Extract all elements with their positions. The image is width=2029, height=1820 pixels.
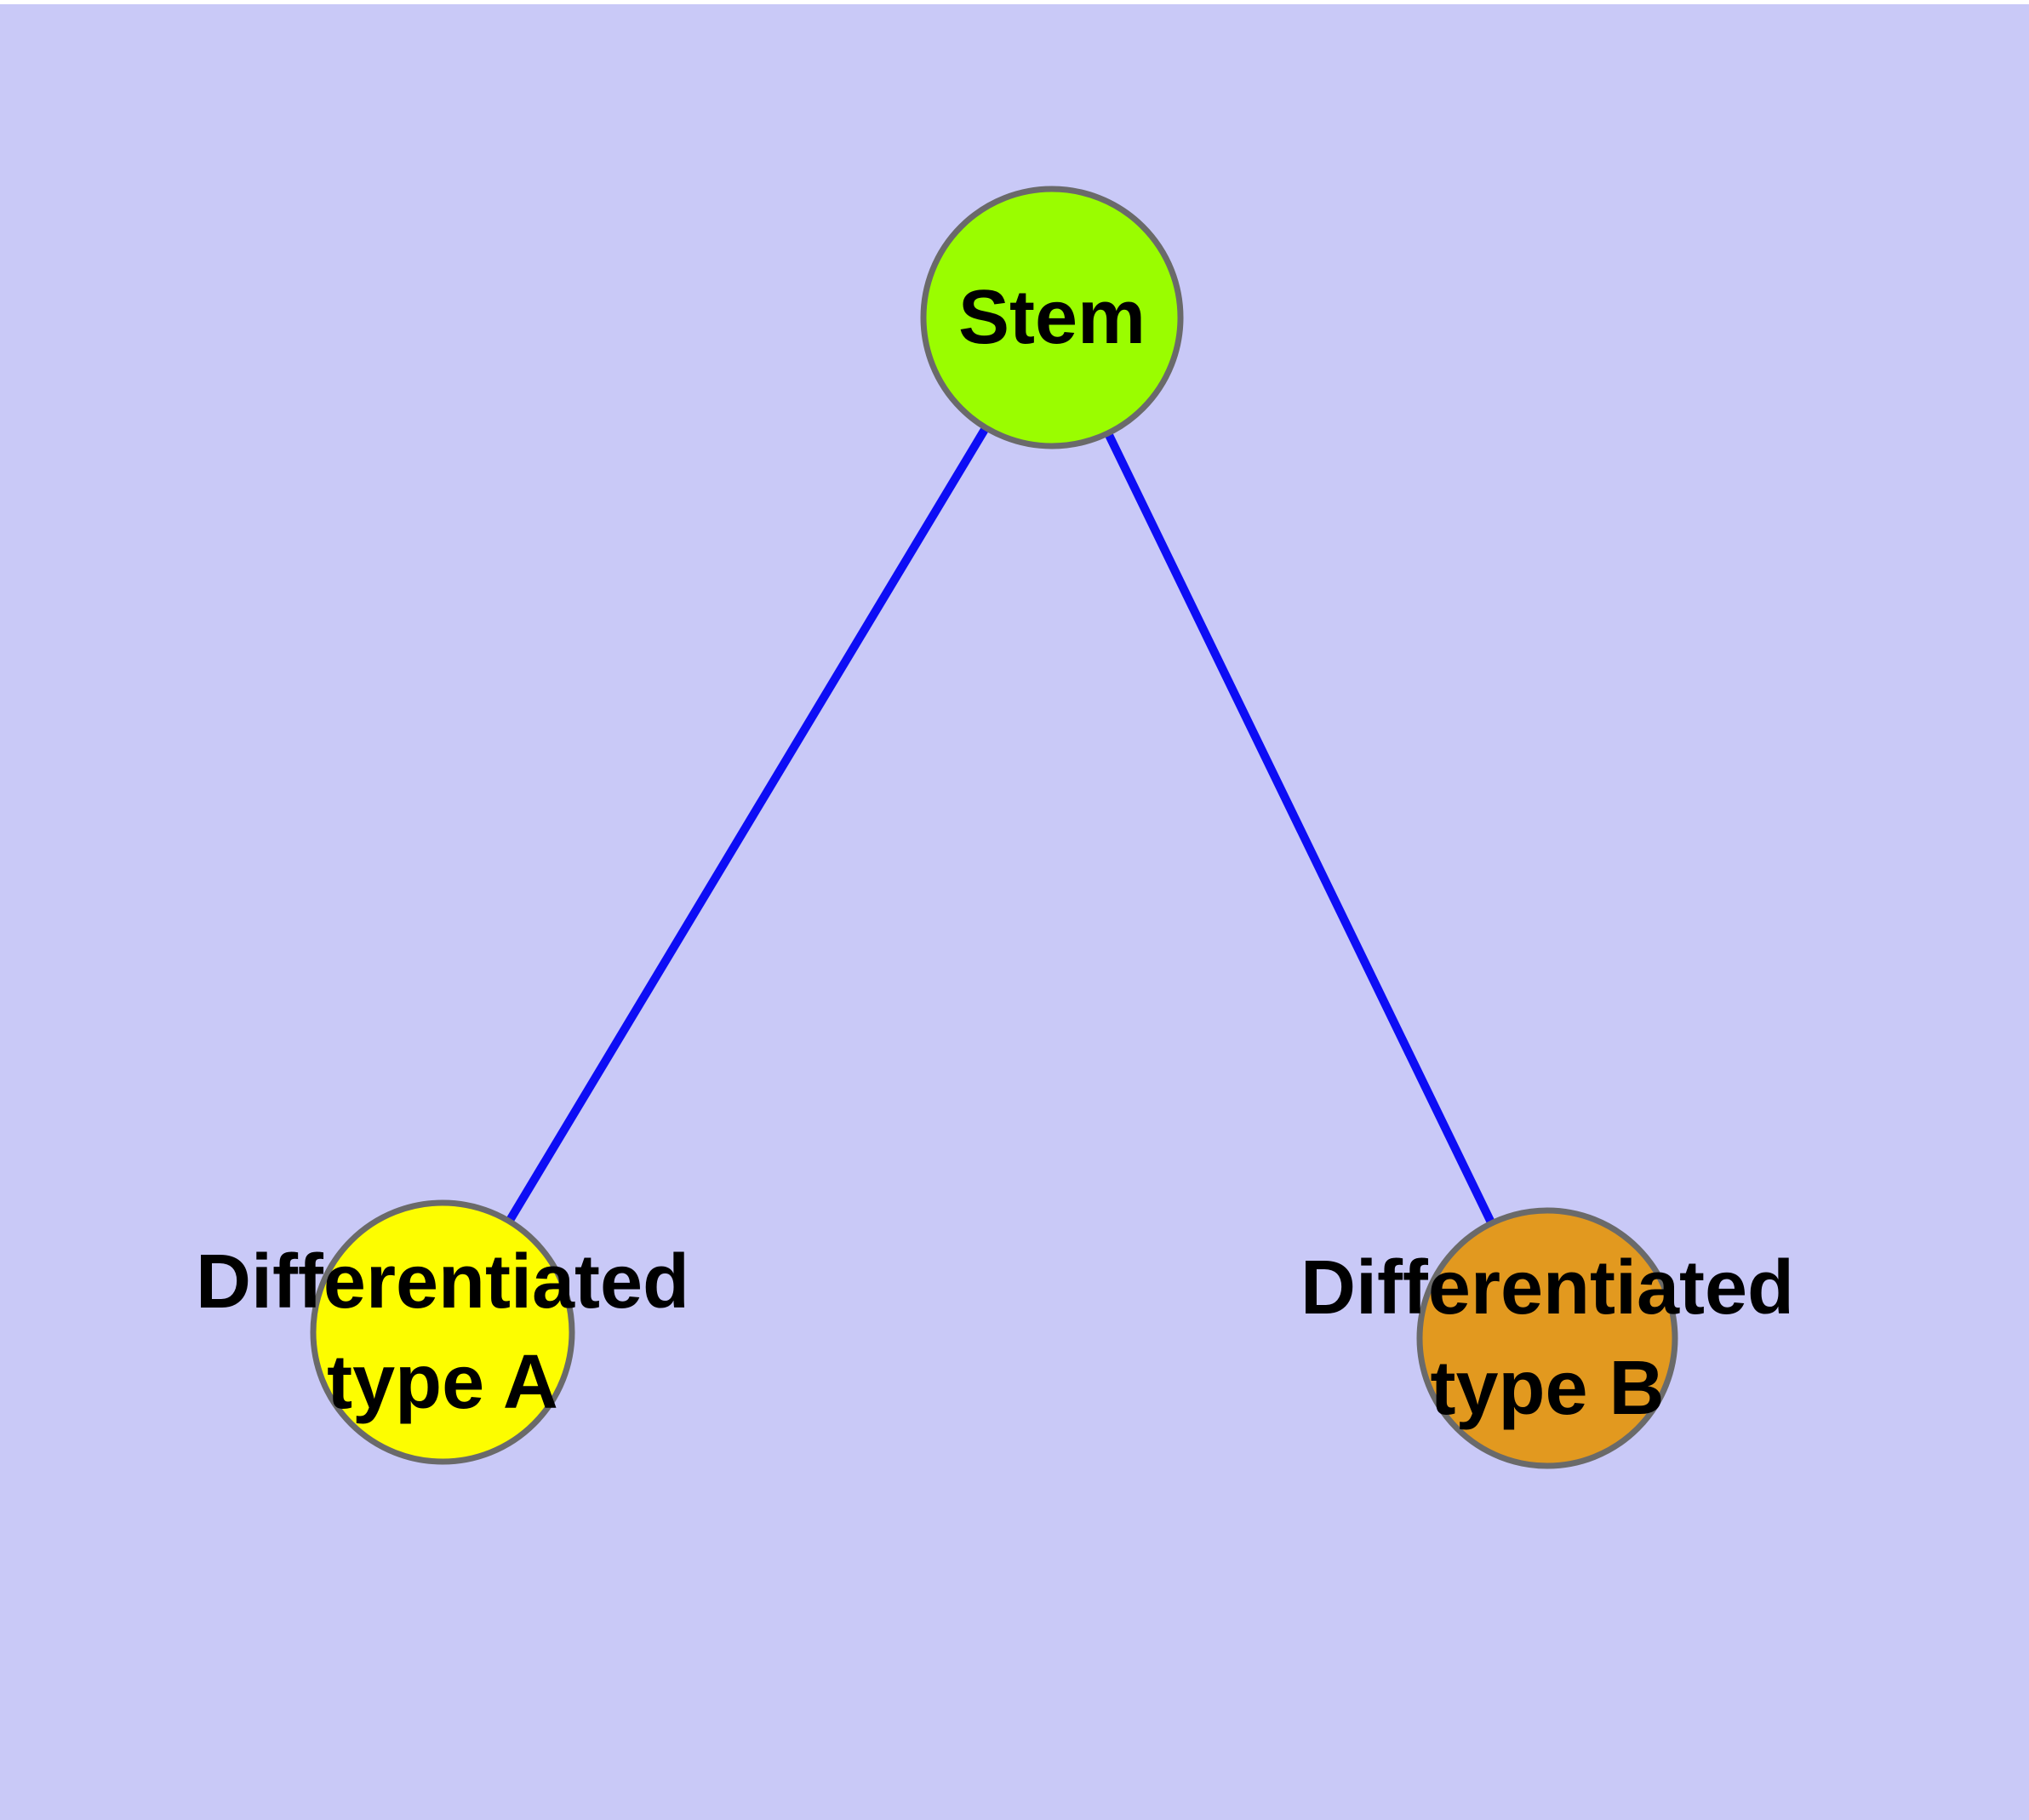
node-differentiated-type-b-label-line-1: Differentiated [1300, 1245, 1794, 1331]
node-differentiated-type-b-label: Differentiated type B [1300, 1245, 1794, 1431]
node-differentiated-type-a [310, 1199, 575, 1465]
edge-stem-to-differentiated-type-b [1048, 315, 1552, 1341]
node-differentiated-type-a-label: Differentiated type A [196, 1239, 689, 1425]
node-differentiated-type-a-label-line-1: Differentiated [196, 1239, 689, 1325]
node-stem-label: Stem [958, 275, 1146, 360]
node-differentiated-type-b [1416, 1207, 1678, 1469]
edges-layer [438, 315, 1552, 1341]
node-differentiated-type-a-label-line-2: type A [327, 1340, 558, 1425]
node-stem [920, 186, 1184, 449]
nodes-layer [310, 186, 1678, 1469]
top-margin-strip [0, 0, 2029, 4]
node-differentiated-type-b-label-line-2: type B [1430, 1346, 1664, 1431]
edge-stem-to-differentiated-type-a [438, 315, 1056, 1335]
node-stem-label-line-1: Stem [958, 275, 1146, 360]
